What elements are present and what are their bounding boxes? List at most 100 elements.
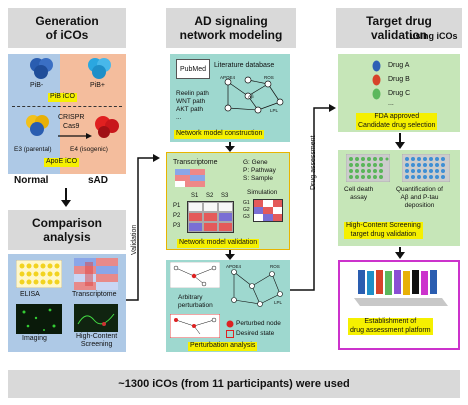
hcs-plate-icon-1 [346, 154, 390, 182]
transcriptome-label: Transcriptome [72, 291, 117, 298]
drug-b-icon [372, 74, 381, 86]
hcs-plate-icon-2 [402, 154, 450, 182]
drug-more-label: ... [388, 100, 394, 107]
gene-table: G1 G2 G3 [243, 199, 283, 229]
transcriptome-title: Transcriptome [173, 159, 218, 166]
drug-assessment-arrow [290, 104, 336, 291]
g3-label: G3 [243, 214, 250, 220]
perturbation-label: Perturbation analysis [188, 342, 258, 351]
tube-rack-icon [354, 270, 448, 306]
pib-plus-label: PiB+ [90, 82, 105, 89]
drug-panel: Drug A Drug B Drug C ... FDA approved Ca… [338, 54, 460, 132]
pathway-table: S1 S2 S3 P1 P2 P3 [173, 193, 237, 233]
desired-state-icon [226, 330, 234, 338]
pubmed-box: PubMed [176, 59, 210, 79]
hcs-panel: Cell death assay Quantification of Aβ an… [338, 150, 460, 246]
net2-ros: ROS [270, 264, 280, 269]
literature-label: Literature database [214, 62, 275, 69]
crispr-label: CRISPR Cas9 [58, 114, 85, 130]
validation-label: Validation [131, 224, 138, 255]
construction-label: Network model construction [174, 130, 265, 139]
comparison-panel: ELISA Transcriptome Imaging High-Content… [8, 254, 126, 352]
quant-label: Quantification of Aβ and P-tau depositio… [396, 186, 443, 209]
footer-banner: ~1300 iCOs (from 11 participants) were u… [8, 370, 460, 398]
network-diagram-1 [224, 76, 284, 114]
down-arrow-2 [225, 142, 235, 152]
e3-label: E3 (parental) [14, 146, 52, 153]
e4-organoid-icon [95, 116, 119, 138]
dashed-divider [12, 106, 122, 107]
sad-label: sAD [88, 175, 109, 186]
celldeath-label: Cell death assay [344, 186, 374, 201]
imaging-label: Imaging [22, 335, 47, 342]
g2-label: G2 [243, 207, 250, 213]
down-arrow-5 [395, 247, 405, 259]
pathway-grid [187, 201, 234, 233]
down-arrow-1 [61, 188, 71, 207]
platform-label: Establishment of drug assessment platfor… [348, 318, 433, 335]
imaging-icon [16, 304, 62, 334]
s3-header: S3 [221, 193, 229, 199]
p3-label: P3 [173, 223, 181, 229]
g1-label: G1 [243, 200, 250, 206]
apoe-ico-label: ApoE iCO [44, 158, 80, 167]
col3-header: Target drug validation [336, 8, 462, 48]
validation-arrow [126, 154, 160, 301]
drug-a-label: Drug A [388, 62, 410, 69]
fda-label: FDA approved Candidate drug selection [356, 113, 438, 130]
drug-b-label: Drug B [388, 76, 410, 83]
transcriptome-heatmap-icon [74, 258, 118, 290]
net2-apoe4: APOE4 [226, 264, 242, 269]
s1-header: S1 [191, 193, 199, 199]
net1-ros: ROS [264, 75, 274, 80]
down-arrow-3 [225, 250, 235, 260]
col3-title-small: using iCOs [410, 31, 458, 41]
col3-title: Target drug validation [366, 14, 432, 42]
drug-assessment-label: Drug assessment [310, 135, 317, 190]
col1-header: Generation of iCOs [8, 8, 126, 48]
hcs-image-icon [74, 304, 118, 332]
mini-heatmap-icon [175, 169, 205, 187]
gene-grid [253, 199, 283, 222]
platform-panel: Establishment of drug assessment platfor… [338, 260, 460, 350]
comparison-header: Comparison analysis [8, 210, 126, 250]
hcs-validation-label: High-Content Screening target drug valid… [344, 222, 423, 239]
ico-generation-panel: PiB- PiB+ PiB iCO CRISPR Cas9 E3 (parent… [8, 54, 126, 174]
pib-plus-organoid-icon [88, 58, 111, 79]
legend-text: G: Gene P: Pathway S: Sample [243, 159, 276, 182]
perturbed-node-label: Perturbed node [236, 320, 281, 327]
perturb-network-large [231, 269, 283, 307]
perturbation-panel: Arbitrary perturbation APOE4 ROS LPL Per… [166, 260, 290, 352]
drug-c-icon [372, 88, 381, 100]
pib-minus-organoid-icon [30, 58, 53, 79]
pib-minus-label: PiB- [30, 82, 44, 89]
paths-label: Reelin path WNT path AKT path ... [176, 90, 209, 121]
p1-label: P1 [173, 203, 181, 209]
e3-organoid-icon [26, 115, 49, 136]
net1-lpl: LPL [270, 108, 279, 113]
down-arrow-4 [395, 133, 405, 149]
pib-ico-label: PiB iCO [48, 93, 77, 102]
crispr-arrow-icon [58, 133, 92, 139]
hcs-label: High-Content Screening [76, 333, 118, 348]
validation-panel-label: Network model validation [177, 239, 260, 248]
elisa-plate-icon [16, 260, 62, 288]
drug-a-icon [372, 60, 381, 72]
p2-label: P2 [173, 213, 181, 219]
desired-state-label: Desired state [236, 330, 275, 337]
net1-apoe4: APOE4 [220, 75, 236, 80]
perturb-network-small-2 [170, 314, 220, 338]
normal-label: Normal [14, 175, 49, 186]
arbitrary-label: Arbitrary perturbation [178, 294, 213, 309]
perturb-network-small [170, 262, 220, 288]
construction-panel: PubMed Literature database Reelin path W… [170, 54, 290, 142]
s2-header: S2 [206, 193, 214, 199]
drug-c-label: Drug C [388, 90, 411, 97]
validation-panel: Transcriptome G: Gene P: Pathway S: Samp… [166, 152, 290, 250]
elisa-label: ELISA [20, 291, 40, 298]
perturbed-node-icon [226, 320, 234, 328]
e4-label: E4 (isogenic) [70, 146, 108, 153]
col2-header: AD signaling network modeling [166, 8, 296, 48]
net1-ab: Aβ [248, 94, 254, 99]
net2-lpl: LPL [274, 300, 283, 305]
